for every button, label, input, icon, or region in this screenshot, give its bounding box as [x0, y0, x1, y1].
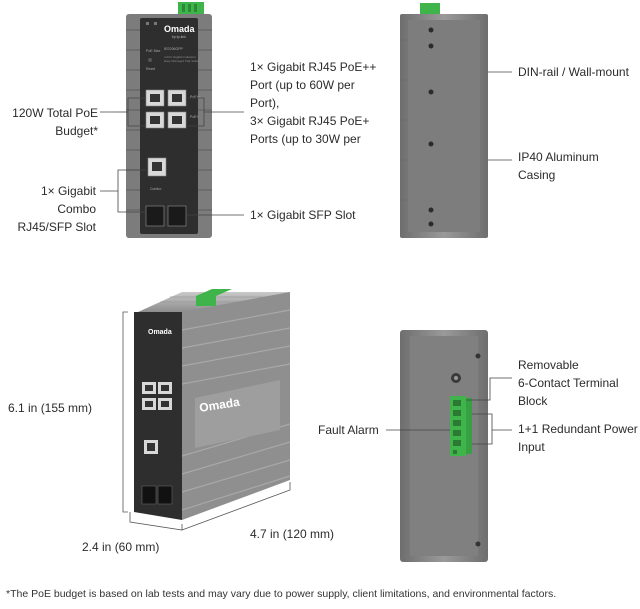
svg-text:PoE++: PoE++	[190, 95, 201, 99]
depth-dimension-label: 4.7 in (120 mm)	[250, 527, 335, 541]
poe-budget-label: 120W Total PoE Budget*	[12, 106, 98, 138]
svg-text:IES206GPP: IES206GPP	[164, 47, 184, 51]
side-view-device	[400, 3, 488, 238]
poe-ports-label: 1× Gigabit RJ45 PoE++ Port (up to 60W pe…	[250, 60, 377, 146]
perspective-view-device: Omada Omada	[122, 289, 291, 531]
svg-text:PoE Max: PoE Max	[146, 49, 160, 53]
height-dimension-label: 6.1 in (155 mm)	[8, 401, 93, 415]
svg-text:Combo: Combo	[150, 187, 161, 191]
svg-text:PoE+: PoE+	[190, 115, 199, 119]
callout-lines	[100, 71, 512, 445]
sfp-slot-label: 1× Gigabit SFP Slot	[250, 208, 356, 222]
terminal-block-label: Removable 6-Contact Terminal Block	[518, 358, 619, 408]
svg-text:Omada: Omada	[164, 24, 196, 34]
top-view-device	[400, 330, 488, 562]
casing-label: IP40 Aluminum Casing	[518, 150, 599, 182]
combo-slot-label: 1× Gigabit Combo RJ45/SFP Slot	[17, 184, 96, 234]
svg-text:Omada: Omada	[148, 329, 172, 336]
svg-text:Reset: Reset	[146, 67, 155, 71]
poe-footnote: *The PoE budget is based on lab tests an…	[6, 588, 557, 600]
front-view-device: Omada by tp-link PoE Max IES206GPP 4-Por…	[126, 2, 212, 238]
width-dimension-label: 2.4 in (60 mm)	[82, 540, 160, 554]
mount-label: DIN-rail / Wall-mount	[518, 65, 629, 79]
fault-alarm-label: Fault Alarm	[318, 423, 379, 437]
redundant-power-label: 1+1 Redundant Power Input	[518, 422, 638, 454]
svg-text:by tp-link: by tp-link	[172, 35, 186, 39]
svg-text:4-Port Gigabit Industrial: 4-Port Gigabit Industrial	[164, 55, 196, 59]
svg-text:Omada: Omada	[198, 395, 241, 415]
svg-text:Easy Managed PoE Switch: Easy Managed PoE Switch	[164, 59, 201, 63]
